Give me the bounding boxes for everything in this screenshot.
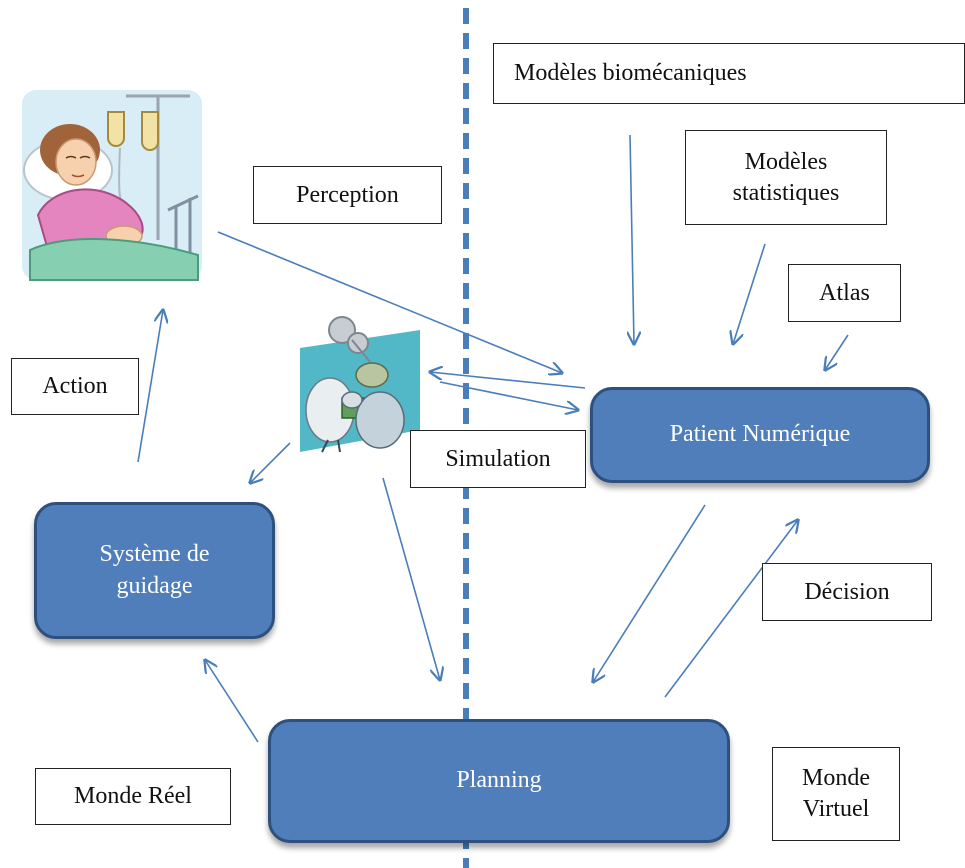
surgeons-to-planning-arrow	[382, 477, 440, 680]
planning-node: Planning	[268, 719, 730, 843]
simulation-arrow-out	[430, 372, 586, 389]
simulation-arrow-in	[439, 381, 578, 410]
atlas-label: Atlas	[788, 264, 901, 322]
action-arrow	[137, 310, 163, 463]
biomechanical-models-label: Modèles biomécaniques	[493, 43, 965, 104]
arrows	[137, 134, 849, 743]
hospital-patient-clipart	[22, 90, 202, 281]
statistical-models-label: Modèles statistiques	[685, 130, 887, 225]
planning-to-patient-arrow	[664, 520, 798, 698]
atlas-arrow	[825, 334, 849, 370]
decision-label: Décision	[762, 563, 932, 621]
perception-arrow	[217, 231, 562, 373]
surgeons-to-guidage-arrow	[250, 442, 291, 483]
statistical-arrow	[733, 243, 766, 344]
planning-to-guidage-arrow	[205, 660, 259, 743]
real-world-label: Monde Réel	[35, 768, 231, 825]
perception-label: Perception	[253, 166, 442, 224]
simulation-label: Simulation	[410, 430, 586, 488]
virtual-world-label: Monde Virtuel	[772, 747, 900, 841]
patient-to-planning-arrow	[593, 504, 706, 682]
biomechanical-arrow	[630, 134, 634, 344]
action-label: Action	[11, 358, 139, 415]
patient-numerique-node: Patient Numérique	[590, 387, 930, 483]
systeme-guidage-node: Système de guidage	[34, 502, 275, 639]
surgeons-operating-clipart	[300, 316, 420, 453]
